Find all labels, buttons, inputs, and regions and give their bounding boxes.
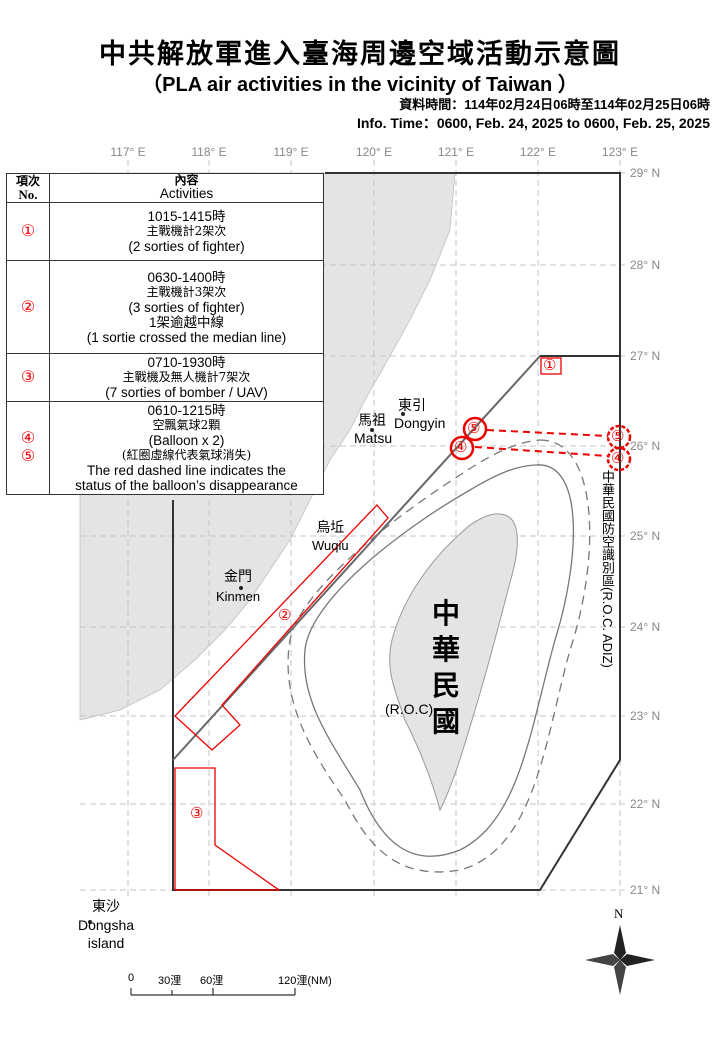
page-subtitle: （PLA air activities in the vicinity of T… [142,74,578,96]
adiz-boundary [172,172,621,891]
lon-label: 122° E [519,145,557,159]
row-note-en: (1 sortie crossed the median line) [86,329,287,345]
scale-30: 30浬 [158,975,182,987]
lat-label: 26° N [630,439,661,453]
lon-label: 120° E [355,145,393,159]
place-kinmen: 金門 Kinmen [216,568,260,606]
row-time: 1015-1415時 [147,209,226,224]
row-desc-en: (3 sorties of fighter) [128,299,245,315]
balloon-circles [449,416,632,472]
place-zh: 東沙 [92,899,121,915]
marker-3: ③ [190,805,204,822]
marker-5-start: ⑤ [467,420,481,437]
legend-row: ③ 0710-1930時主戰機及無人機計7架次(7 sorties of bom… [6,353,324,402]
lon-label: 118° E [191,145,227,159]
row-desc-zh: 空飄氣球2顆 [152,418,221,432]
row-desc-en: (Balloon x 2) [148,433,225,448]
lon-label: 121° E [437,145,475,159]
lat-label: 27° N [630,349,661,363]
row-time: 0610-1215時 [147,403,226,418]
row-desc-zh: 主戰機計3架次 [146,284,227,299]
taiwan-buffer-lines [287,439,591,873]
place-zh: 東引 [398,398,426,414]
row-number: ③ [6,353,50,402]
place-matsu-en: Matsu [354,430,393,446]
legend-row: ② 0630-1400時主戰機計3架次(3 sorties of fighter… [6,260,324,354]
adiz-label: 中華民國防空識別區(R.O.C. ADIZ) [600,470,615,668]
activity-zones [174,357,562,891]
compass-rose [585,925,655,995]
page-title: 中共解放軍進入臺海周邊空域活動示意圖 [99,39,621,70]
place-zh: 馬祖 [358,413,386,429]
median-line [172,355,541,761]
row-note-en: status of the balloon’s disappearance [75,478,298,493]
lon-label: 123° E [601,145,639,159]
taiwan-island [389,513,518,812]
legend-row: ① 1015-1415時主戰機計2架次(2 sorties of fighter… [6,202,324,261]
header-no-zh: 項次 [15,174,40,188]
row-number: ④ ⑤ [6,401,50,495]
row-desc-en: (7 sorties of bomber / UAV) [105,385,268,400]
lat-label: 22° N [630,797,661,811]
row-number: ① [6,202,50,261]
row-note-en: The red dashed line indicates the [87,463,286,478]
roc-label-zh: 中華民國 [432,597,461,738]
marker-2: ② [278,607,292,624]
place-dongyin: 東引 [398,395,426,415]
place-en: island [87,935,125,951]
place-dongyin-en: Dongyin [394,415,446,431]
marker-4-end: ④ [611,450,625,467]
row-desc-en: (2 sorties of fighter) [128,239,245,254]
lat-label: 29° N [630,166,661,180]
place-wuqiu: 烏坵 Wuqiu [312,520,349,554]
scale-60: 60浬 [200,975,224,987]
row-note-zh: (紅圈虛線代表氣球消失) [121,448,252,462]
place-dongsha: 東沙 Dongsha island [78,898,134,952]
row-number: ② [6,260,50,354]
compass-north-label: N [614,906,624,921]
lat-label: 21° N [630,883,661,897]
place-zh: 金門 [224,569,253,585]
lat-label: 28° N [630,258,661,272]
row-time: 0630-1400時 [147,269,226,285]
marker-1: ① [543,357,557,374]
header-act-zh: 內容 [174,173,199,187]
lon-label: 117° E [110,145,146,159]
place-zh: 烏坵 [316,520,345,536]
marker-5-end: ⑤ [611,428,625,445]
balloon-tracks [474,429,609,457]
lat-label: 24° N [630,620,661,634]
header-act-en: Activities [159,186,214,201]
scale-bar [130,988,296,996]
legend-row: ④ ⑤ 0610-1215時空飄氣球2顆(Balloon x 2)(紅圈虛線代表… [6,401,324,495]
row-desc-zh: 主戰機及無人機計7架次 [122,370,251,384]
info-time-en: Info. Time：0600, Feb. 24, 2025 to 0600, … [356,115,710,131]
info-time-zh: 資料時間：114年02月24日06時至114年02月25日06時 [399,97,710,112]
header-no-en: No. [18,187,38,202]
lat-label: 23° N [630,709,661,723]
place-en: Wuqiu [312,538,349,553]
row-time: 0710-1930時 [147,355,226,370]
row-desc-zh: 主戰機計2架次 [146,224,227,238]
place-matsu: 馬祖 [358,410,386,430]
scale-120: 120浬(NM) [278,975,332,987]
scale-0: 0 [128,972,135,984]
lon-label: 119° E [273,145,309,159]
marker-4-start: ④ [454,439,468,456]
place-en: Dongsha [78,917,135,933]
row-note-zh: 1架逾越中線 [148,314,224,330]
place-en: Kinmen [216,589,261,604]
lat-label: 25° N [630,529,661,543]
roc-label-en: (R.O.C) [385,701,434,717]
